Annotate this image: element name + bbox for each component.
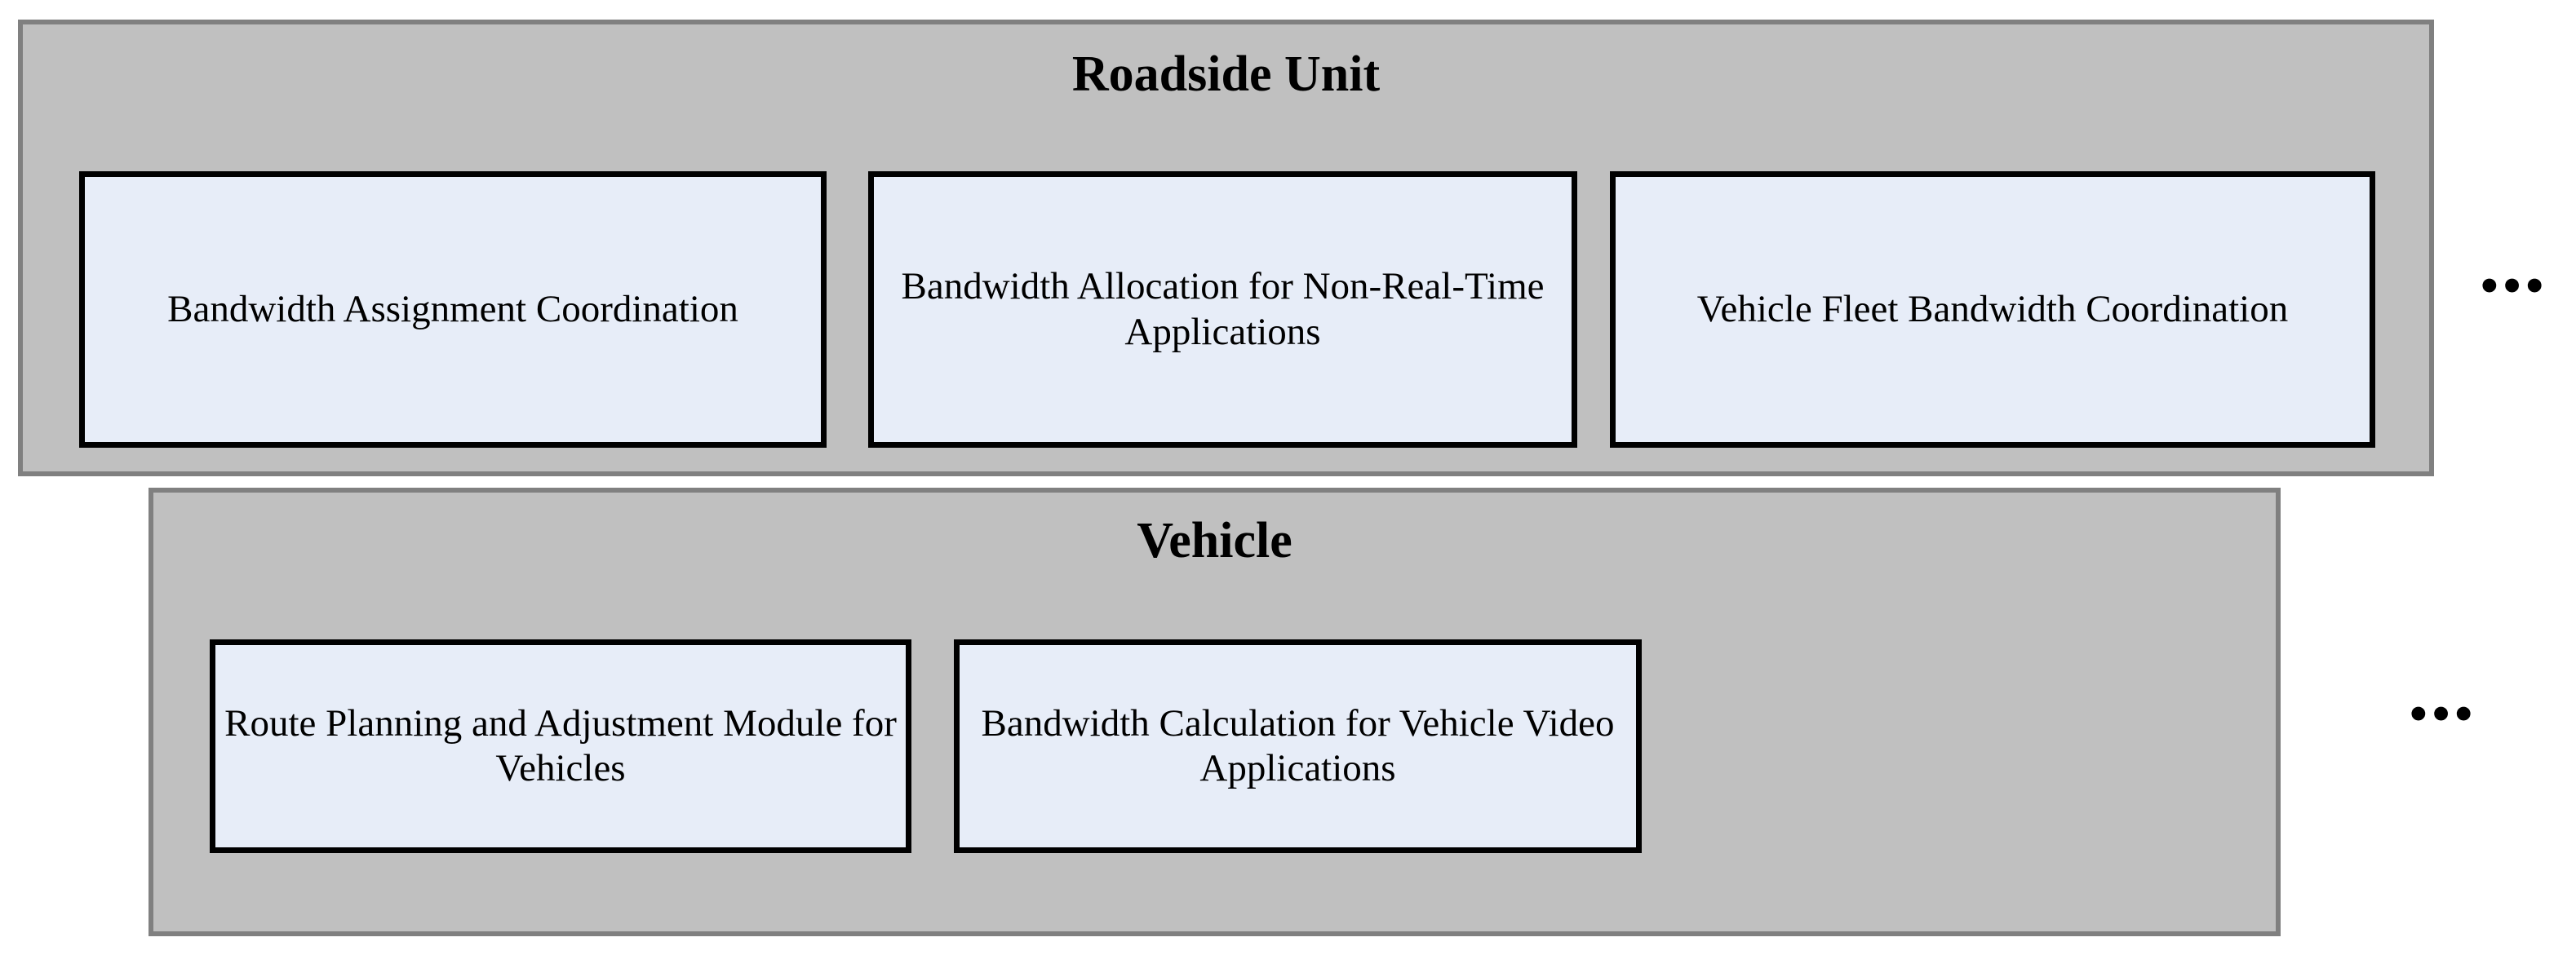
group-roadside-unit: Roadside Unit Bandwidth Assignment Coord… [18, 20, 2434, 476]
module-label: Bandwidth Assignment Coordination [167, 287, 738, 330]
module-route-planning-adjustment[interactable]: Route Planning and Adjustment Module for… [210, 639, 911, 853]
module-bandwidth-assignment-coordination[interactable]: Bandwidth Assignment Coordination [79, 171, 827, 448]
module-vehicle-fleet-bandwidth-coordination[interactable]: Vehicle Fleet Bandwidth Coordination [1610, 171, 2375, 448]
ellipsis-icon-vehicle: ••• [2410, 687, 2478, 742]
ellipsis-icon-roadside-unit: ••• [2481, 259, 2549, 314]
module-label: Bandwidth Calculation for Vehicle Video … [981, 701, 1615, 789]
module-label: Vehicle Fleet Bandwidth Coordination [1696, 287, 2289, 330]
module-bandwidth-allocation-non-real-time[interactable]: Bandwidth Allocation for Non-Real-Time A… [868, 171, 1577, 448]
module-bandwidth-calculation-video[interactable]: Bandwidth Calculation for Vehicle Video … [954, 639, 1642, 853]
group-title-vehicle: Vehicle [1137, 513, 1292, 568]
group-vehicle: Vehicle Route Planning and Adjustment Mo… [149, 488, 2281, 936]
module-label: Route Planning and Adjustment Module for… [224, 701, 897, 789]
module-label: Bandwidth Allocation for Non-Real-Time A… [901, 265, 1545, 353]
group-title-roadside-unit: Roadside Unit [1071, 46, 1381, 102]
